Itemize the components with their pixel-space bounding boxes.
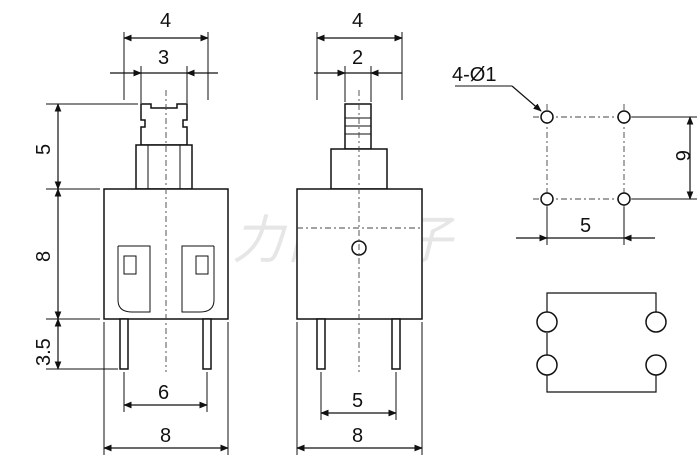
front-dim-pin-spacing: 5 (352, 390, 363, 412)
front-dim-body-width: 8 (352, 425, 363, 447)
pcb-hole (617, 110, 631, 124)
side-view: 4 3 5 8 3.5 6 8 (33, 10, 229, 455)
pcb-hole (540, 110, 554, 124)
side-dim-pin-length: 3.5 (33, 338, 55, 366)
side-dim-body-width: 8 (160, 425, 171, 447)
side-dim-pin-spacing: 6 (158, 382, 169, 404)
pcb-hole (617, 192, 631, 206)
side-dim-top-inner: 3 (158, 47, 169, 69)
contact-terminal (645, 354, 667, 376)
side-dim-actuator-height: 5 (33, 144, 55, 155)
pcb-dim-vertical-pitch: 6 (671, 150, 693, 161)
front-view: 4 2 5 8 (296, 10, 423, 455)
pcb-dim-horizontal-pitch: 5 (580, 215, 591, 237)
side-dim-body-height: 8 (33, 251, 55, 262)
hole-callout: 4-Ø1 (452, 64, 496, 86)
pcb-hole-layout: 4-Ø1 6 5 (452, 64, 697, 245)
contact-terminal (645, 311, 667, 333)
pcb-hole (540, 192, 554, 206)
switch-schematic (536, 292, 667, 393)
front-dim-top-width: 4 (352, 10, 363, 32)
front-dim-top-inner: 2 (352, 47, 363, 69)
contact-terminal (536, 311, 558, 333)
side-dim-top-width: 4 (160, 10, 171, 32)
contact-terminal (536, 354, 558, 376)
